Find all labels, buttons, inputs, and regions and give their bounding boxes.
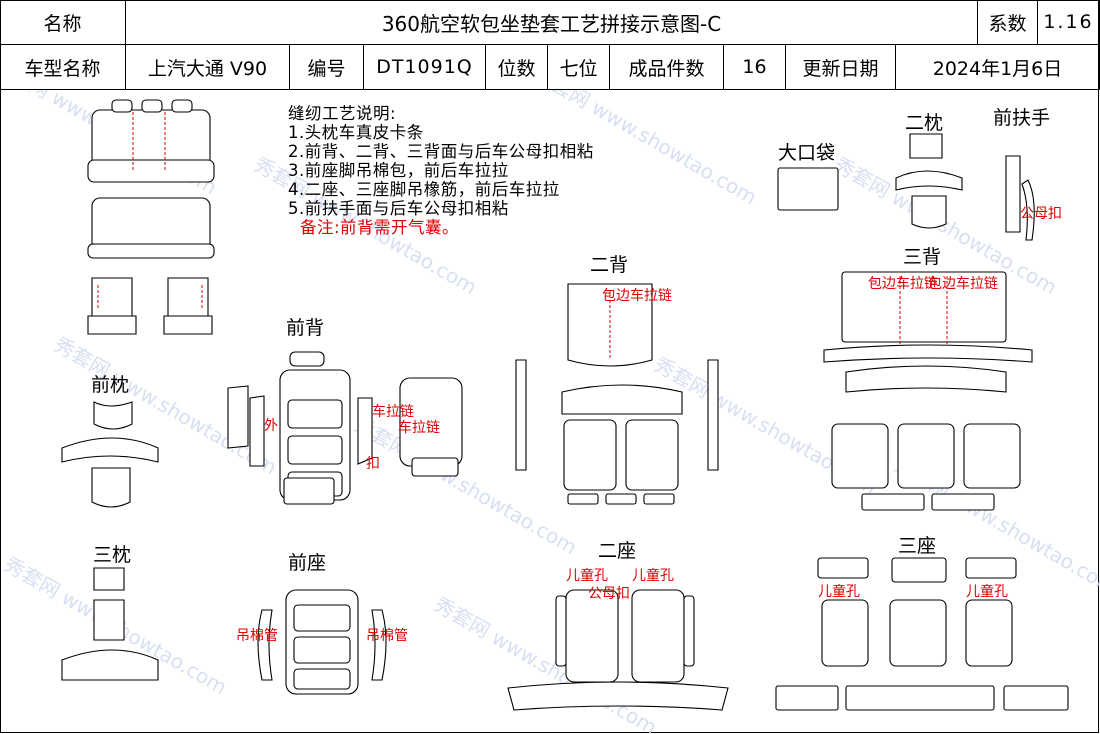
note-item: 1.头枕车真皮卡条 — [288, 123, 424, 142]
header-table: 名称 360航空软包坐垫套工艺拼接示意图-C 系数 1.16 车型名称 上汽大通… — [0, 0, 1100, 90]
annotation-male-female-buckle-armrest: 公母扣 — [1020, 206, 1062, 222]
annotation-binding-zipper-2nd-back: 包边车拉链 — [602, 287, 672, 304]
front-seat-parts — [257, 589, 387, 695]
pieces-label: 成品件数 — [610, 45, 724, 90]
page-title: 360航空软包坐垫套工艺拼接示意图-C — [126, 0, 978, 45]
date-label: 更新日期 — [786, 45, 896, 90]
label-big-pocket: 大口袋 — [778, 142, 836, 164]
seats-label: 位数 — [486, 45, 548, 90]
model-label: 车型名称 — [0, 45, 126, 90]
sewing-notes: 缝纫工艺说明: 1.头枕车真皮卡条 2.前背、二背、三背面与后车公母扣相粘 3.… — [288, 104, 594, 237]
label-front-back: 前背 — [286, 317, 325, 339]
seats-value: 七位 — [548, 45, 610, 90]
annotation-hang-cotton-tube-right: 吊棉管 — [366, 627, 408, 644]
code-label: 编号 — [290, 45, 364, 90]
overview-rear-bench — [87, 99, 215, 259]
label-third-pillow: 三枕 — [93, 544, 132, 566]
third-back-parts — [823, 271, 1033, 511]
label-front-pillow: 前枕 — [91, 374, 130, 396]
note-item: 5.前扶手面与后车公母扣相粘 — [288, 199, 509, 218]
label-second-pillow: 二枕 — [905, 112, 944, 134]
annotation-child-hole-2nd-left: 儿童孔 — [566, 567, 608, 584]
pocket-pillow-armrest-parts — [777, 133, 1035, 241]
third-pillow-parts — [61, 567, 159, 681]
label-second-seat: 二座 — [598, 540, 637, 562]
label-third-seat: 三座 — [898, 535, 937, 557]
label-second-back: 二背 — [590, 254, 629, 276]
notes-remark: 备注:前背需开气囊。 — [300, 218, 460, 237]
label-front-seat: 前座 — [288, 552, 327, 574]
annotation-male-female-buckle-2nd-seat: 公母扣 — [588, 586, 630, 602]
annotation-hang-cotton-tube-left: 吊棉管 — [236, 627, 278, 644]
note-item: 3.前座脚吊棉包，前后车拉拉 — [288, 161, 509, 180]
annotation-zipper-left: 车拉链 — [372, 403, 414, 420]
annotation-outside: 外 — [264, 418, 278, 434]
overview-front-seats — [87, 277, 213, 335]
name-label: 名称 — [0, 0, 126, 45]
model-value: 上汽大通 V90 — [126, 45, 290, 90]
label-front-armrest: 前扶手 — [993, 107, 1051, 129]
third-seat-parts — [775, 557, 1069, 711]
annotation-child-hole-2nd-right: 儿童孔 — [632, 567, 674, 584]
notes-heading: 缝纫工艺说明: — [288, 104, 397, 123]
label-third-back: 三背 — [903, 246, 942, 268]
front-pillow-parts — [61, 401, 159, 508]
annotation-binding-zipper-3rd-back-right: 包边车拉链 — [928, 275, 998, 292]
coef-label: 系数 — [978, 0, 1038, 45]
front-back-parts — [227, 351, 463, 505]
annotation-binding-zipper-3rd-back-left: 包边车拉链 — [868, 275, 938, 292]
note-item: 2.前背、二背、三背面与后车公母扣相粘 — [288, 142, 594, 161]
pieces-value: 16 — [724, 45, 786, 90]
annotation-child-hole-3rd-left: 儿童孔 — [818, 583, 860, 600]
note-item: 4.二座、三座脚吊橡筋，前后车拉拉 — [288, 180, 560, 199]
second-back-parts — [515, 283, 719, 505]
annotation-zipper-right: 车拉链 — [398, 419, 440, 436]
second-seat-parts — [507, 589, 729, 711]
annotation-child-hole-3rd-right: 儿童孔 — [966, 583, 1008, 600]
annotation-buckle: 扣 — [366, 456, 380, 472]
code-value: DT1091Q — [364, 45, 486, 90]
